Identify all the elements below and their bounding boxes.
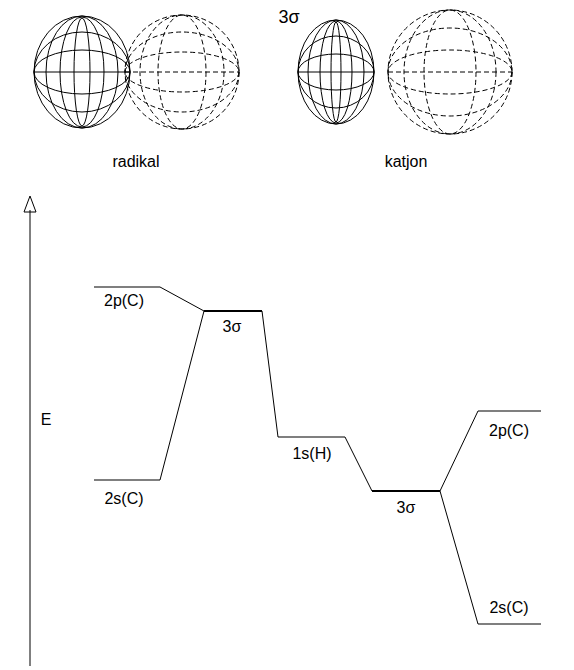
dashed-lobe <box>125 15 239 129</box>
orbital-caption: radikal <box>110 153 161 171</box>
level-label: 3σ <box>221 318 244 336</box>
energy-axis <box>30 210 31 666</box>
dashed-lobe <box>388 10 512 134</box>
level-label: 2s(C) <box>487 599 530 617</box>
correlation-lines <box>160 287 478 624</box>
level-label: 2s(C) <box>102 490 145 508</box>
level-label: 3σ <box>395 499 418 517</box>
solid-lobe <box>298 20 374 124</box>
axis-label: E <box>39 411 54 429</box>
diagram-title: 3σ <box>276 8 301 28</box>
orbital-caption: katjon <box>383 153 430 171</box>
axis-arrowhead <box>24 196 36 212</box>
level-label: 1s(H) <box>290 445 333 463</box>
energy-levels <box>94 287 541 624</box>
level-label: 2p(C) <box>487 422 531 440</box>
level-label: 2p(C) <box>102 292 146 310</box>
solid-lobe <box>34 16 130 128</box>
